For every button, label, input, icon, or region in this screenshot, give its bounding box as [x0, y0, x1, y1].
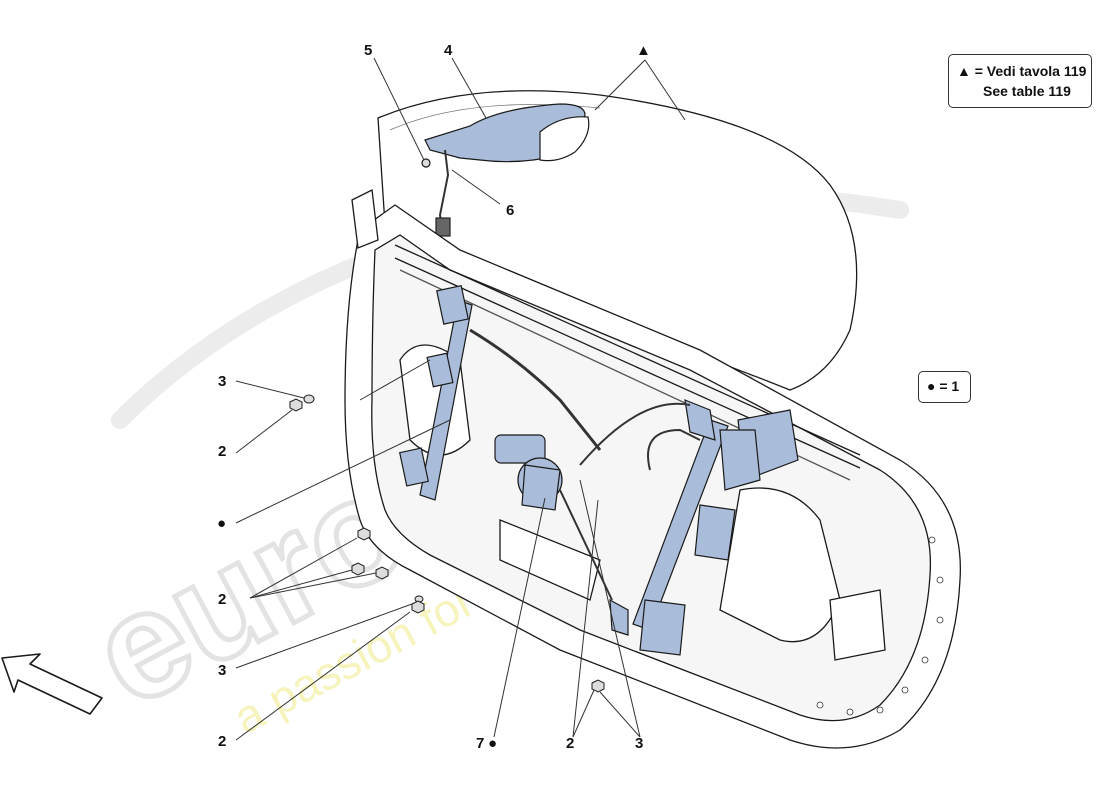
mirror-screw: [421, 158, 431, 168]
direction-arrow: [1, 653, 103, 715]
callout-2-upper: 2: [218, 443, 226, 460]
left-regulator-rail: [419, 299, 473, 501]
nut-mid-2: [351, 562, 365, 576]
callout-2-bottom: 2: [566, 735, 574, 752]
left-regulator: [398, 284, 602, 501]
callout-7-dot: ●: [488, 735, 497, 752]
callout-dot: ●: [217, 515, 226, 532]
callout-triangle: ▲: [636, 42, 651, 59]
washer-upper: [303, 394, 315, 404]
fasteners: [289, 394, 605, 693]
legend-table-reference: ▲ = Vedi tavola 119 See table 119: [948, 54, 1092, 108]
right-regulator: [559, 399, 799, 656]
nut-bottom: [591, 679, 605, 693]
mirror-assembly: [421, 103, 590, 237]
callout-6: 6: [506, 202, 514, 219]
nut-lower: [411, 600, 425, 614]
legend-dot-text: ● = 1: [927, 378, 960, 394]
callout-2-lower: 2: [218, 733, 226, 750]
callout-5: 5: [364, 42, 372, 59]
legend-table-line2: See table 119: [983, 83, 1071, 99]
mirror-glass: [539, 116, 590, 162]
nut-upper: [289, 398, 303, 412]
callout-7: 7: [476, 735, 484, 752]
callout-4: 4: [444, 42, 453, 59]
legend-dot-quantity: ● = 1: [918, 371, 971, 403]
leader-lines: [235, 57, 686, 741]
callout-3-bottom: 3: [635, 735, 643, 752]
legend-table-line1: ▲ = Vedi tavola 119: [957, 63, 1087, 79]
regulator-motor: [494, 434, 563, 511]
callout-2-mid: 2: [218, 591, 226, 608]
nut-mid-1: [357, 527, 371, 541]
callout-3-upper: 3: [218, 373, 226, 390]
callouts: 5 4 ▲ 6 3 2 ● 2 3 2 7 ● 2 3: [217, 42, 651, 752]
nut-mid-3: [375, 566, 389, 580]
callout-3-lower: 3: [218, 662, 226, 679]
